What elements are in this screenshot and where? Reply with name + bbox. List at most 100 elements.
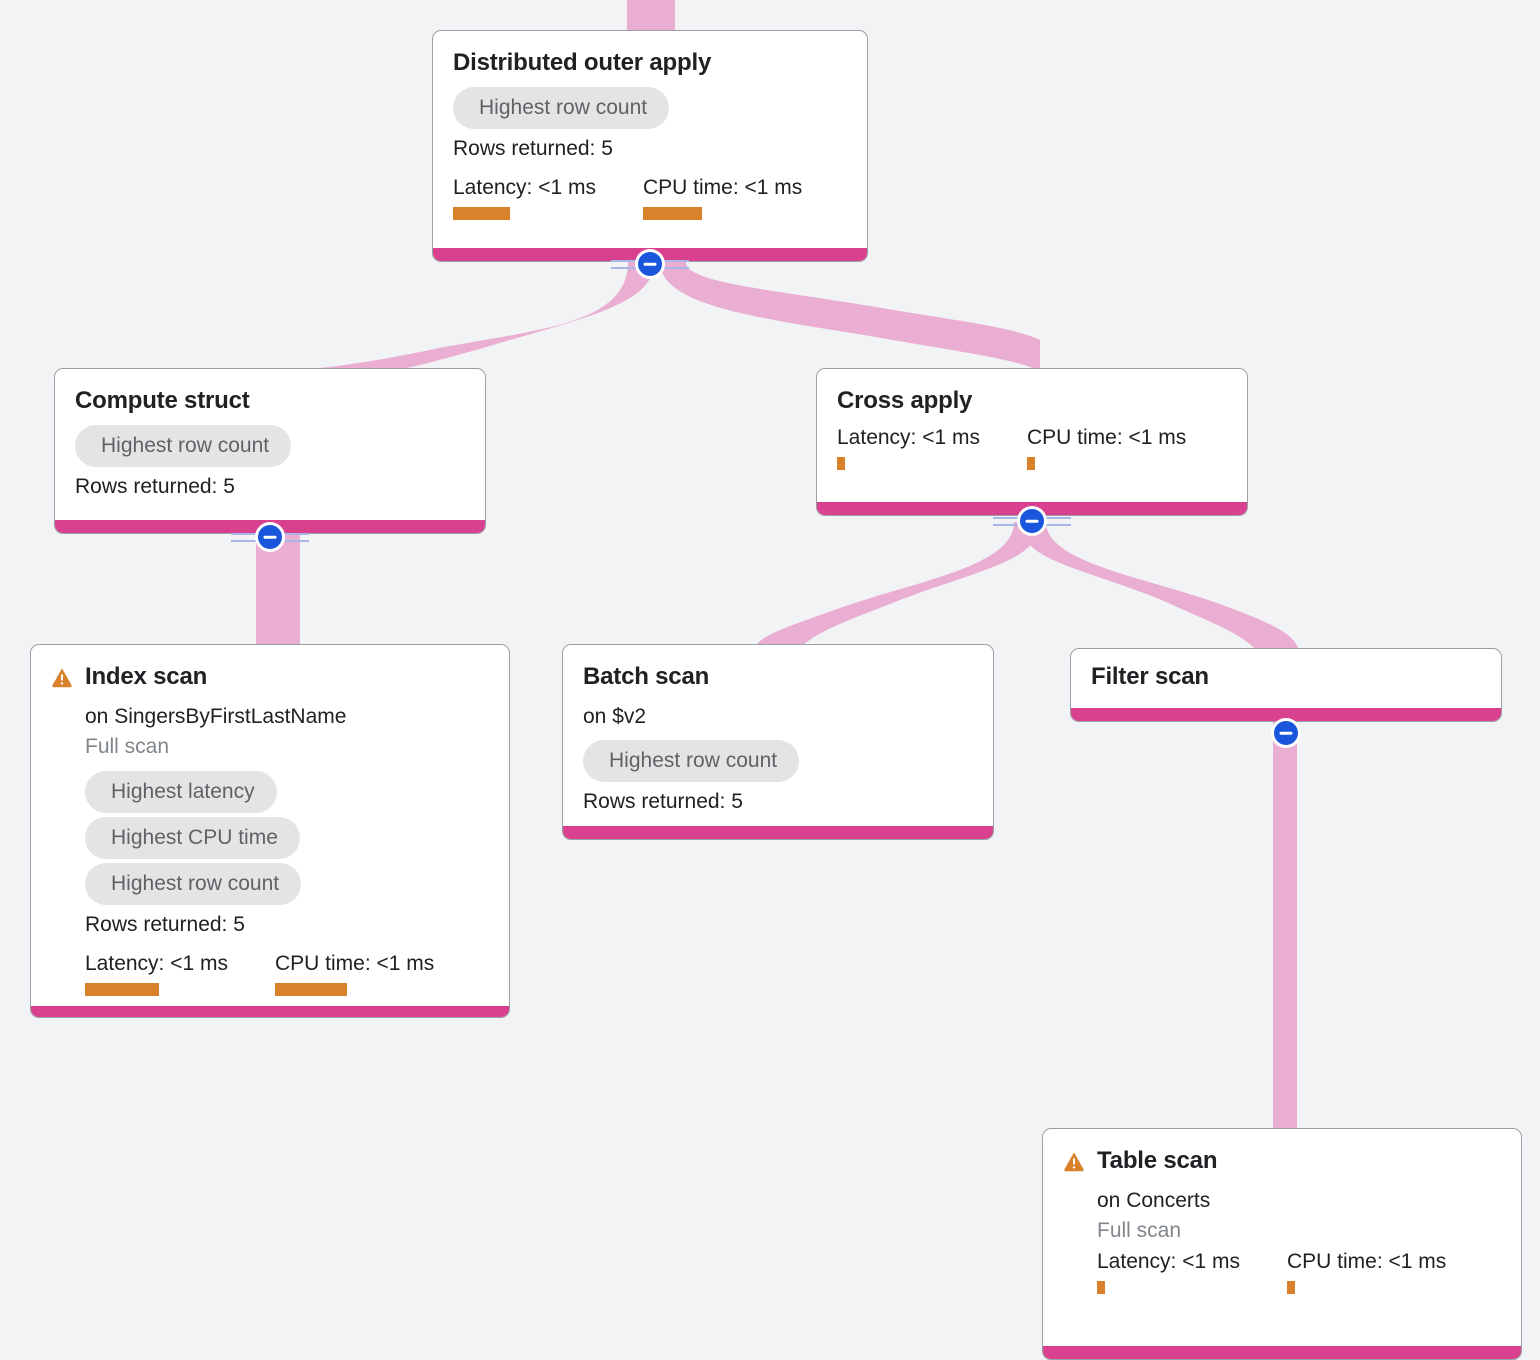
node-title-row: Compute struct	[75, 387, 465, 415]
metric-latency: Latency: <1 ms	[1097, 1249, 1287, 1294]
node-content: on Concerts Full scan Latency: <1 ms CPU…	[1063, 1177, 1501, 1294]
collapse-wing-left-icon	[231, 531, 257, 543]
node-body: Filter scan	[1071, 649, 1501, 708]
node-title: Distributed outer apply	[453, 49, 712, 76]
rows-returned-label: Rows returned: 5	[453, 136, 613, 160]
collapse-toggle-compute-struct[interactable]	[231, 522, 309, 552]
node-chip-list: Highest latency Highest CPU time Highest…	[85, 770, 489, 905]
metric-cpu-time-bar	[1287, 1280, 1295, 1294]
node-subnote: Full scan	[1097, 1219, 1182, 1243]
metric-cpu-time-bar	[275, 982, 347, 996]
node-metrics: Latency: <1 ms CPU time: <1 ms	[85, 951, 489, 996]
node-title-row: Filter scan	[1091, 663, 1481, 691]
chip-highest-row-count: Highest row count	[85, 862, 302, 905]
node-content: Compute struct	[75, 387, 250, 415]
plan-node-table-scan[interactable]: Table scan on Concerts Full scan Latency…	[1042, 1128, 1522, 1360]
collapse-minus-icon	[255, 522, 285, 552]
metric-latency-label: Latency: <1 ms	[85, 951, 228, 975]
warning-triangle-icon	[1064, 1152, 1084, 1172]
chip-highest-row-count: Highest row count	[453, 86, 670, 129]
metric-latency: Latency: <1 ms	[85, 951, 275, 996]
node-body: Table scan on Concerts Full scan Latency…	[1043, 1129, 1521, 1346]
node-subtitle: on SingersByFirstLastName	[85, 704, 347, 728]
plan-node-compute-struct[interactable]: Compute struct Highest row count Rows re…	[54, 368, 486, 534]
node-body: Distributed outer apply Highest row coun…	[433, 31, 867, 248]
metric-cpu-time: CPU time: <1 ms	[1287, 1249, 1446, 1294]
plan-node-filter-scan[interactable]: Filter scan	[1070, 648, 1502, 722]
metric-cpu-time-label: CPU time: <1 ms	[1027, 425, 1187, 449]
node-chip-list: Highest row count	[583, 740, 973, 783]
node-body: Cross apply Latency: <1 ms CPU time: <1 …	[817, 369, 1247, 502]
node-subtitle: on Concerts	[1097, 1188, 1211, 1212]
node-title: Table scan	[1097, 1147, 1218, 1174]
metric-cpu-time-bar	[643, 206, 702, 220]
collapse-minus-icon	[635, 249, 665, 279]
edge-cross-apply-to-filter-scan	[1020, 522, 1298, 648]
node-metrics: Latency: <1 ms CPU time: <1 ms	[837, 425, 1227, 470]
node-status-bar	[1071, 708, 1501, 721]
plan-node-batch-scan[interactable]: Batch scan on $v2 Highest row count Rows…	[562, 644, 994, 840]
node-body: Batch scan on $v2 Highest row count Rows…	[563, 645, 993, 826]
collapse-toggle-cross-apply[interactable]	[993, 506, 1071, 536]
rows-returned-label: Rows returned: 5	[75, 474, 235, 498]
edge-root-to-cross-apply	[660, 262, 1040, 372]
node-chip-list: Highest row count	[453, 86, 847, 129]
node-chip-list: Highest row count	[75, 424, 465, 467]
node-status-bar	[31, 1005, 509, 1017]
node-title: Filter scan	[1091, 663, 1209, 690]
collapse-wing-right-icon	[283, 531, 309, 543]
rows-returned-label: Rows returned: 5	[583, 790, 743, 814]
collapse-toggle-filter-scan[interactable]	[1271, 718, 1301, 748]
metric-latency-label: Latency: <1 ms	[453, 175, 596, 199]
chip-highest-latency: Highest latency	[85, 770, 277, 813]
collapse-minus-icon	[1017, 506, 1047, 536]
chip-highest-row-count: Highest row count	[583, 740, 800, 783]
plan-node-index-scan[interactable]: Index scan on SingersByFirstLastName Ful…	[30, 644, 510, 1018]
node-title-row: Cross apply	[837, 387, 1227, 415]
node-title-row: Index scan	[51, 663, 489, 691]
node-title-row: Batch scan	[583, 663, 973, 691]
plan-node-distributed-outer-apply[interactable]: Distributed outer apply Highest row coun…	[432, 30, 868, 262]
node-status-bar	[563, 826, 993, 839]
node-metrics: Latency: <1 ms CPU time: <1 ms	[453, 175, 847, 220]
collapse-minus-icon	[1271, 718, 1301, 748]
collapse-wing-left-icon	[993, 515, 1019, 527]
metric-cpu-time: CPU time: <1 ms	[643, 175, 802, 220]
metric-latency-bar	[453, 206, 510, 220]
metric-cpu-time-label: CPU time: <1 ms	[643, 175, 803, 199]
metric-latency-bar	[837, 456, 845, 470]
metric-latency: Latency: <1 ms	[837, 425, 1027, 470]
rows-returned-label: Rows returned: 5	[85, 912, 245, 936]
node-content: on SingersByFirstLastName Full scan High…	[51, 693, 489, 996]
node-subtitle: on $v2	[583, 704, 647, 728]
plan-node-cross-apply[interactable]: Cross apply Latency: <1 ms CPU time: <1 …	[816, 368, 1248, 516]
metric-cpu-time: CPU time: <1 ms	[275, 951, 434, 996]
warning-triangle-icon	[52, 668, 72, 688]
metric-latency-label: Latency: <1 ms	[837, 425, 980, 449]
node-content: Filter scan	[1091, 663, 1209, 691]
collapse-wing-right-icon	[663, 258, 689, 270]
node-content: Distributed outer apply	[453, 49, 711, 77]
collapse-wing-right-icon	[1045, 515, 1071, 527]
metric-cpu-time-bar	[1027, 456, 1035, 470]
chip-highest-cpu-time: Highest CPU time	[85, 816, 300, 859]
edge-cross-apply-to-batch-scan	[754, 522, 1040, 648]
metric-latency: Latency: <1 ms	[453, 175, 643, 220]
chip-highest-row-count: Highest row count	[75, 424, 292, 467]
node-title: Batch scan	[583, 663, 710, 690]
edge-filter-scan-to-table-scan	[1273, 722, 1297, 1134]
collapse-toggle-distributed-outer-apply[interactable]	[611, 249, 689, 279]
metric-latency-bar	[85, 982, 159, 996]
node-body: Compute struct Highest row count Rows re…	[55, 369, 485, 520]
node-title: Index scan	[85, 663, 208, 690]
node-title-row: Table scan	[1063, 1147, 1501, 1175]
node-title: Compute struct	[75, 387, 250, 414]
metric-cpu-time: CPU time: <1 ms	[1027, 425, 1186, 470]
metric-cpu-time-label: CPU time: <1 ms	[1287, 1249, 1447, 1273]
metric-latency-label: Latency: <1 ms	[1097, 1249, 1240, 1273]
metric-cpu-time-label: CPU time: <1 ms	[275, 951, 435, 975]
node-status-bar	[1043, 1346, 1521, 1359]
node-content: Batch scan	[583, 663, 709, 691]
node-title-row: Distributed outer apply	[453, 49, 847, 77]
